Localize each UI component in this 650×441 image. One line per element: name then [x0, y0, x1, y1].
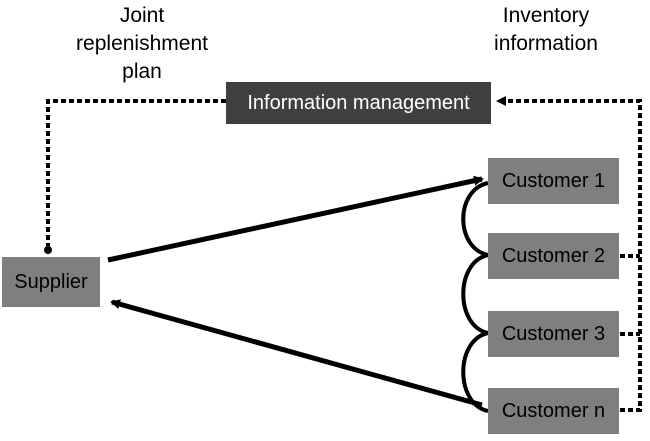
inventory-information-label: Inventory information	[487, 2, 605, 58]
demand-arrow	[110, 299, 483, 408]
replenishment-plan-line	[44, 99, 226, 254]
customer-1-box: Customer 1	[488, 158, 619, 204]
label-line: plan	[122, 60, 162, 83]
customer-link-1-2	[461, 181, 489, 257]
label-line: Inventory	[502, 4, 590, 27]
joint-replenishment-plan-label: Joint replenishment plan	[72, 2, 212, 86]
label-line: information	[494, 32, 598, 55]
label-line: Joint	[119, 4, 165, 27]
label-line: replenishment	[76, 32, 208, 55]
inventory-feedback-line	[496, 96, 642, 412]
customer-n-box: Customer n	[488, 388, 619, 434]
supply-arrow	[107, 175, 484, 263]
information-management-box: Information management	[226, 82, 491, 124]
supplier-box: Supplier	[2, 257, 100, 307]
customer-link-2-3	[461, 253, 489, 335]
customer-2-box: Customer 2	[488, 233, 619, 279]
customer-3-box: Customer 3	[488, 311, 619, 357]
customer-link-3-n	[461, 331, 489, 413]
